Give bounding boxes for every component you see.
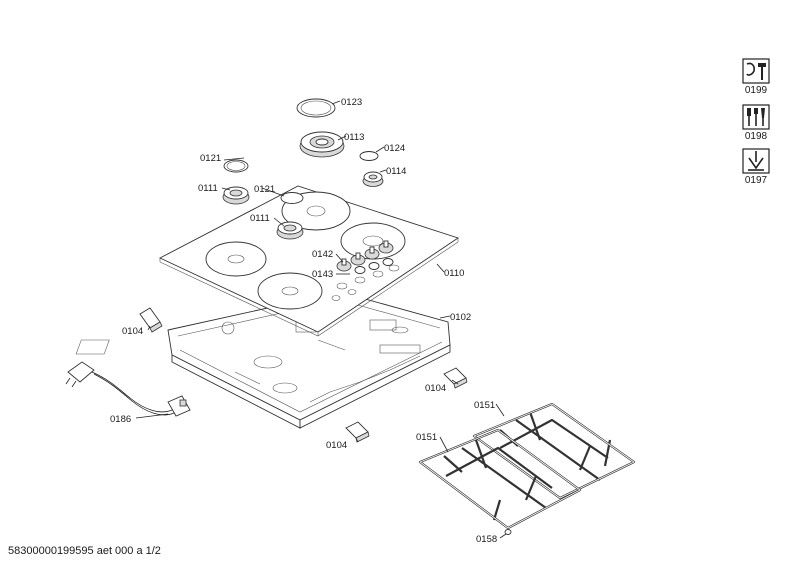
callout-0111-mid: 0111 <box>250 213 270 224</box>
callout-0143: 0143 <box>312 269 333 280</box>
leader-lines <box>135 100 507 539</box>
callout-0113: 0113 <box>344 132 364 143</box>
side-item-0199[interactable]: 0199 <box>738 58 774 96</box>
callout-0104-bottom: 0104 <box>326 440 347 451</box>
callout-0104-left: 0104 <box>122 326 143 337</box>
callout-0121-top: 0121 <box>200 153 221 164</box>
callout-0110: 0110 <box>444 268 464 279</box>
burner-cap-0121b <box>280 192 304 204</box>
burner-crown-0113 <box>299 131 345 158</box>
burner-cap-0123 <box>296 98 336 118</box>
callout-0186: 0186 <box>110 414 131 425</box>
burner-cap-0124 <box>359 151 379 161</box>
clip-0104b <box>443 367 468 389</box>
callout-0142: 0142 <box>312 249 333 260</box>
callout-0151-left: 0151 <box>416 432 437 443</box>
document-footer: 58300000199595 aet 000 a 1/2 <box>8 545 161 557</box>
service-wrench-icon <box>742 58 770 84</box>
callout-0121-mid: 0121 <box>254 184 275 195</box>
burner-crown-0111b <box>276 221 304 240</box>
clip-0104a <box>139 307 163 333</box>
power-cable <box>65 361 191 417</box>
callout-0124: 0124 <box>384 143 405 154</box>
callout-0104-right: 0104 <box>425 383 446 394</box>
control-knobs <box>336 240 394 274</box>
installation-icon <box>742 148 770 174</box>
housing-tray <box>75 291 451 429</box>
pan-support-right <box>472 402 636 500</box>
side-item-0198[interactable]: 0198 <box>738 104 774 142</box>
callout-labels: 0123 0113 0121 0124 0111 0121 0114 0111 … <box>110 97 497 545</box>
clip-0104c <box>345 421 370 443</box>
hob-plate <box>158 185 460 337</box>
burner-cap-0121a <box>223 159 249 173</box>
callout-0111-top: 0111 <box>198 183 218 194</box>
side-item-0197[interactable]: 0197 <box>738 148 774 186</box>
callout-0158: 0158 <box>476 534 497 545</box>
callout-0151-right: 0151 <box>474 400 495 411</box>
burner-crown-0114 <box>362 171 384 187</box>
callout-0114: 0114 <box>386 166 406 177</box>
callout-0102: 0102 <box>450 312 471 323</box>
pan-support-left <box>418 428 582 530</box>
tools-icon <box>742 104 770 130</box>
side-label-0199: 0199 <box>744 85 768 96</box>
grate-foot-0158 <box>504 529 512 535</box>
side-label-0198: 0198 <box>744 131 768 142</box>
callout-0123: 0123 <box>341 97 362 108</box>
side-label-0197: 0197 <box>744 175 768 186</box>
